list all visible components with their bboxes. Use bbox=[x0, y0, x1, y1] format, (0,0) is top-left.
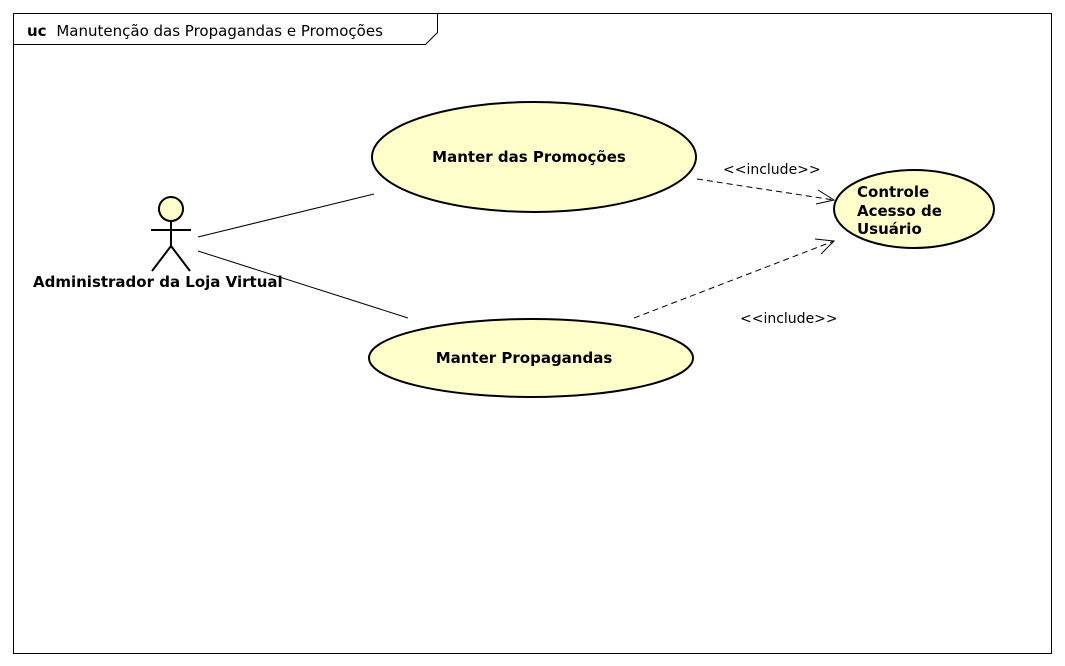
use-case-ellipse bbox=[371, 101, 697, 213]
include-label-1: <<include>> bbox=[723, 162, 821, 178]
use-case-ellipse bbox=[833, 169, 995, 249]
use-case-label: Manter das Promoções bbox=[432, 148, 626, 166]
association-propagandas[interactable] bbox=[197, 250, 409, 319]
frame-title: uc Manutenção das Propagandas e Promoçõe… bbox=[27, 22, 383, 40]
frame-name-tab bbox=[13, 13, 438, 45]
use-case-label-line-2: Acesso de bbox=[857, 202, 942, 220]
actor-left-leg bbox=[151, 245, 172, 272]
include-dependency-1[interactable] bbox=[696, 178, 836, 205]
frame-keyword: uc bbox=[27, 22, 47, 40]
use-case-manter-promocoes[interactable]: Manter das Promoções bbox=[371, 101, 697, 213]
include-arrowhead-2 bbox=[814, 238, 836, 255]
use-case-label: Controle Acesso de Usuário bbox=[857, 183, 947, 238]
include-arrowhead-1 bbox=[815, 189, 836, 205]
include-dependency-2[interactable] bbox=[633, 238, 836, 319]
use-case-manter-propagandas[interactable]: Manter Propagandas bbox=[368, 318, 694, 398]
actor-head bbox=[158, 196, 184, 222]
actor-name: Administrador da Loja Virtual bbox=[33, 273, 283, 291]
use-case-label-line-3: Usuário bbox=[857, 220, 922, 238]
actor-administrador[interactable] bbox=[151, 196, 191, 272]
actor-right-leg bbox=[170, 245, 191, 272]
include-line-2 bbox=[633, 240, 835, 319]
association-promocoes[interactable] bbox=[197, 193, 375, 238]
use-case-controle-acesso[interactable]: Controle Acesso de Usuário bbox=[833, 169, 995, 249]
include-line-1 bbox=[696, 178, 835, 201]
frame-title-text: Manutenção das Propagandas e Promoções bbox=[56, 22, 383, 40]
use-case-label-line-1: Controle bbox=[857, 183, 929, 201]
use-case-label: Manter Propagandas bbox=[436, 349, 613, 367]
use-case-ellipse bbox=[368, 318, 694, 398]
include-label-2: <<include>> bbox=[740, 311, 838, 327]
